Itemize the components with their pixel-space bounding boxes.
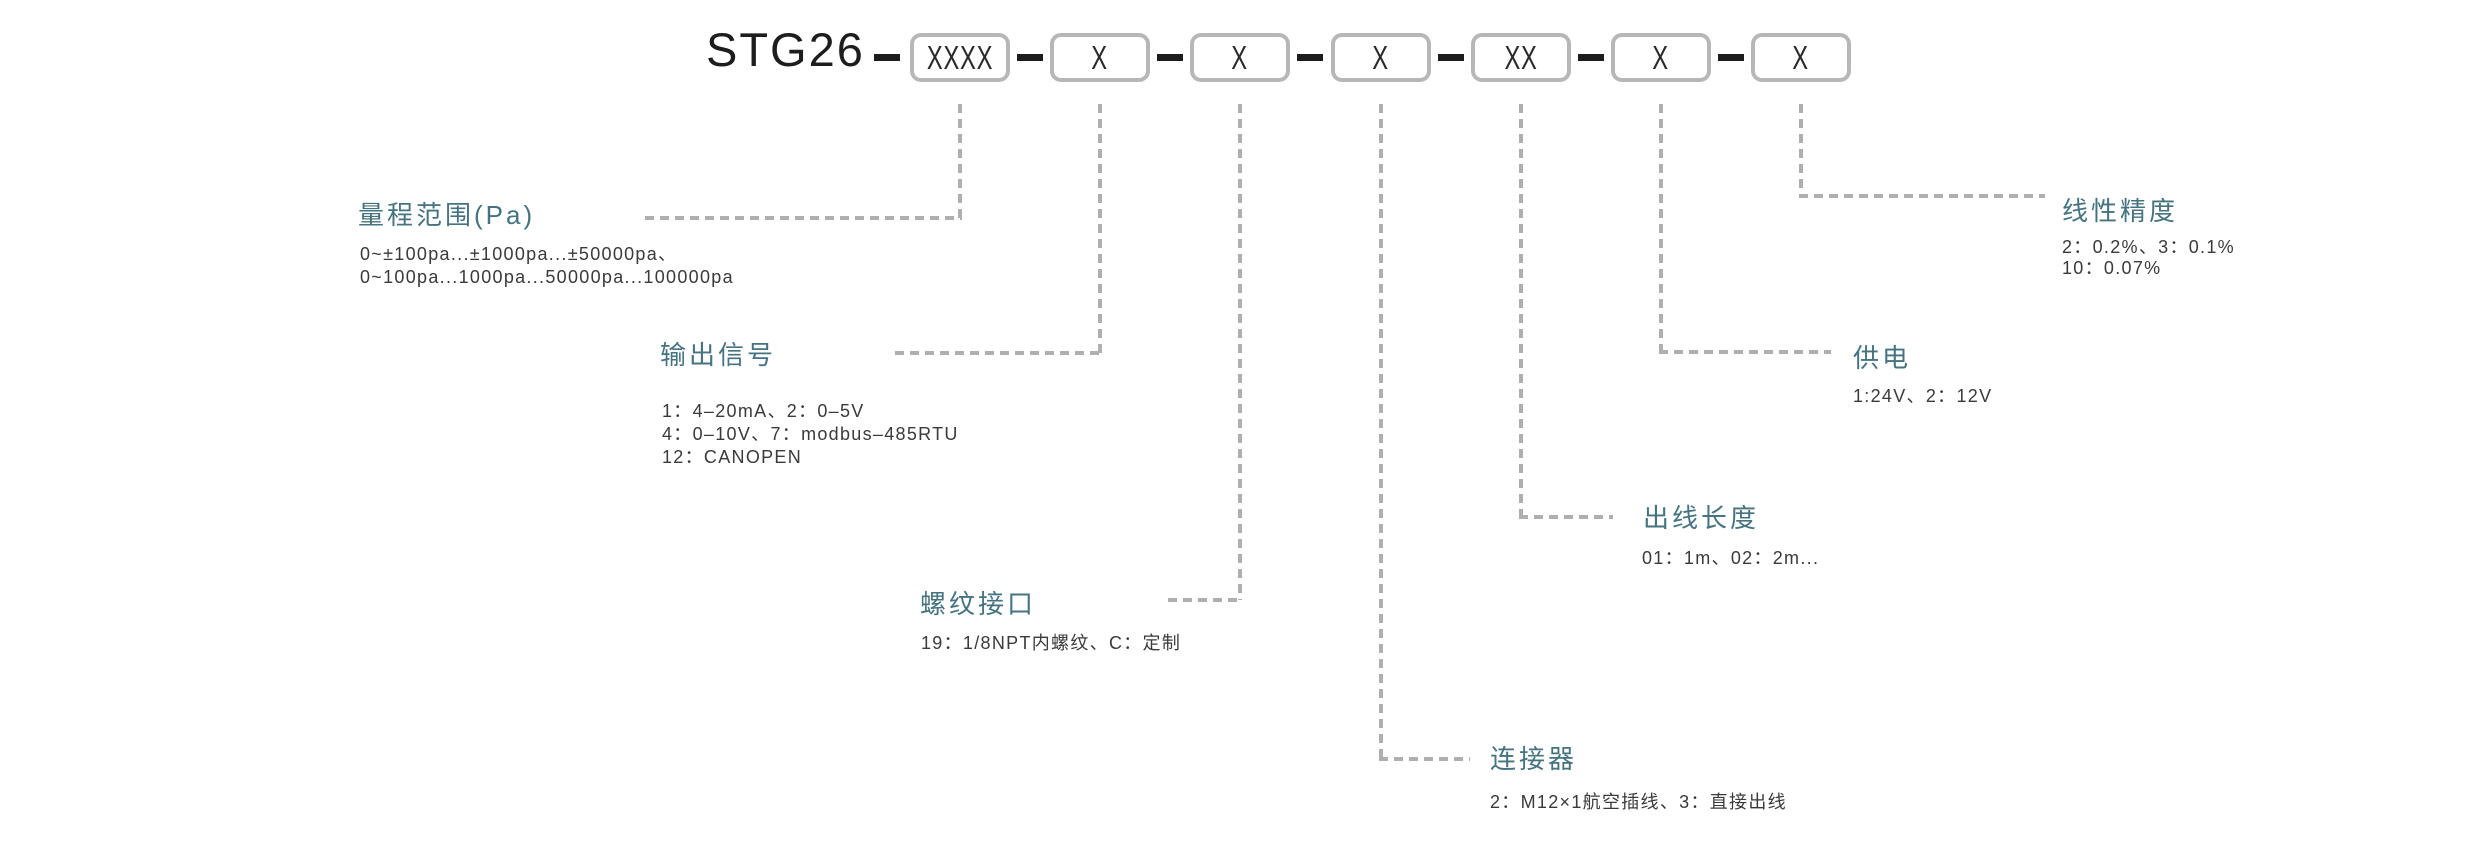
dash-separator xyxy=(874,54,900,61)
section-body-power-supply: 1:24V、2：12V xyxy=(1853,385,1992,408)
code-box-thread-interface: X xyxy=(1190,33,1290,82)
leader-line-range-horizontal xyxy=(645,216,962,220)
dash-separator xyxy=(1578,54,1604,61)
leader-line-cable-length-horizontal xyxy=(1519,515,1613,519)
dash-separator xyxy=(1438,54,1464,61)
output-signal-option-line: 12：CANOPEN xyxy=(662,447,803,467)
section-title-power-supply: 供电 xyxy=(1853,343,1912,373)
leader-line-output-signal-vertical xyxy=(1098,104,1102,353)
leader-line-thread-interface-vertical xyxy=(1238,104,1242,600)
thread-interface-option-line: 19：1/8NPT内螺纹、C：定制 xyxy=(921,633,1182,653)
code-box-thread-interface-value: X xyxy=(1231,38,1249,76)
code-box-connector-value: X xyxy=(1372,38,1390,76)
measuring-range-option-line: 0~100pa...1000pa...50000pa...100000pa xyxy=(360,267,734,287)
code-box-output-signal: X xyxy=(1050,33,1150,82)
code-box-range-value: XXXX xyxy=(926,38,994,76)
section-title-cable-length: 出线长度 xyxy=(1643,503,1760,533)
code-box-linearity-value: X xyxy=(1792,38,1810,76)
leader-line-range-vertical xyxy=(958,104,962,218)
code-box-cable-length-value: XX xyxy=(1504,38,1538,76)
code-box-output-signal-value: X xyxy=(1091,38,1109,76)
section-body-cable-length: 01：1m、02：2m... xyxy=(1642,547,1819,570)
section-body-thread-interface: 19：1/8NPT内螺纹、C：定制 xyxy=(921,632,1181,655)
section-body-linearity: 2：0.2%、3：0.1% 10：0.07% xyxy=(2062,237,2235,279)
dash-separator xyxy=(1017,54,1043,61)
code-box-cable-length: XX xyxy=(1471,33,1571,82)
output-signal-option-line: 1：4–20mA、2：0–5V xyxy=(662,401,865,421)
section-title-output-signal: 输出信号 xyxy=(660,340,777,370)
measuring-range-option-line: 0~±100pa...±1000pa...±50000pa、 xyxy=(360,244,678,264)
model-prefix-label: STG26 xyxy=(706,23,865,76)
leader-line-cable-length-vertical xyxy=(1519,104,1523,517)
section-title-thread-interface: 螺纹接口 xyxy=(920,589,1037,619)
cable-length-option-line: 01：1m、02：2m... xyxy=(1642,548,1820,568)
leader-line-connector-horizontal xyxy=(1379,757,1470,761)
leader-line-linearity-horizontal xyxy=(1799,194,2045,198)
dash-separator xyxy=(1297,54,1323,61)
section-body-output-signal: 1：4–20mA、2：0–5V 4：0–10V、7：modbus–485RTU … xyxy=(662,400,959,469)
code-box-power-supply: X xyxy=(1611,33,1711,82)
leader-line-connector-vertical xyxy=(1379,104,1383,759)
dash-separator xyxy=(1718,54,1744,61)
code-box-range: XXXX xyxy=(910,33,1010,82)
section-body-measuring-range: 0~±100pa...±1000pa...±50000pa、 0~100pa..… xyxy=(360,243,734,289)
connector-option-line: 2：M12×1航空插线、3：直接出线 xyxy=(1490,792,1787,812)
linearity-option-line: 10：0.07% xyxy=(2062,258,2162,278)
section-title-measuring-range: 量程范围(Pa) xyxy=(358,200,536,230)
code-box-power-supply-value: X xyxy=(1652,38,1670,76)
code-box-linearity: X xyxy=(1751,33,1851,82)
code-box-connector: X xyxy=(1331,33,1431,82)
dash-separator xyxy=(1157,54,1183,61)
leader-line-power-supply-vertical xyxy=(1659,104,1663,352)
leader-line-power-supply-horizontal xyxy=(1659,350,1831,354)
power-supply-option-line: 1:24V、2：12V xyxy=(1853,386,1993,406)
leader-line-linearity-vertical xyxy=(1799,104,1803,196)
section-title-linearity: 线性精度 xyxy=(2062,196,2179,226)
section-title-connector: 连接器 xyxy=(1490,744,1578,774)
linearity-option-line: 2：0.2%、3：0.1% xyxy=(2062,237,2235,257)
leader-line-output-signal-horizontal xyxy=(895,351,1102,355)
output-signal-option-line: 4：0–10V、7：modbus–485RTU xyxy=(662,424,959,444)
section-body-connector: 2：M12×1航空插线、3：直接出线 xyxy=(1490,791,1787,814)
leader-line-thread-interface-horizontal xyxy=(1168,598,1242,602)
